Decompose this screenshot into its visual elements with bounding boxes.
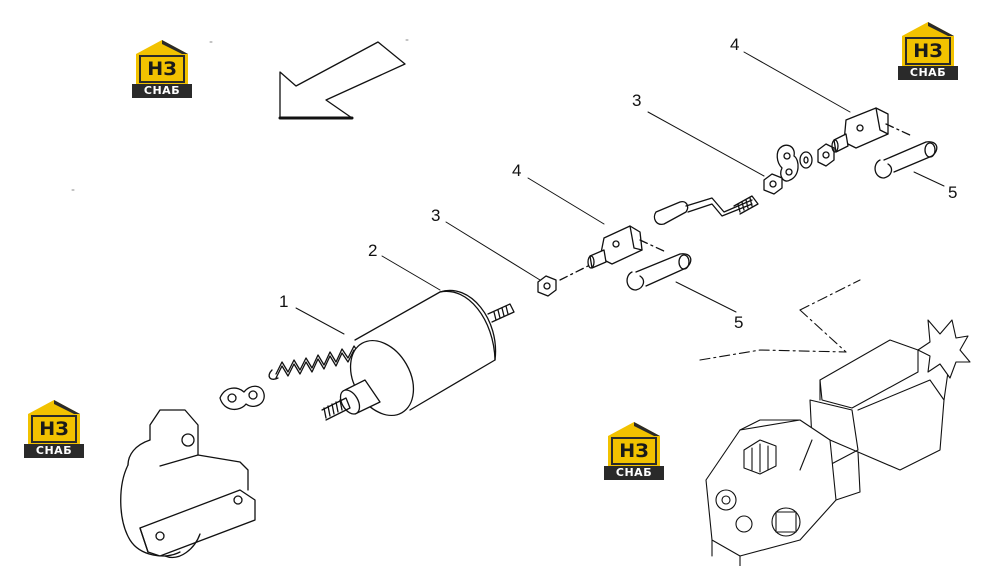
logo-band: СНАБ [604,466,664,480]
direction-arrow-icon [278,41,406,120]
clip-pin-lower [626,253,692,291]
callout-3-lower: 3 [431,206,441,225]
axis-line-lower [559,261,597,281]
nut-upper [763,173,783,195]
logo-band: СНАБ [132,84,192,98]
callout-5-upper: 5 [948,183,958,202]
house-logo-icon [28,400,80,444]
callout-1: 1 [279,292,289,311]
scan-specks [71,39,409,191]
watermark-logo: НЗ СНАБ [602,420,666,482]
logo-letters: НЗ [619,440,649,462]
house-logo-icon [136,40,188,84]
callout-leaders [295,51,945,335]
house-logo-icon [608,422,660,466]
logo-band: СНАБ [898,66,958,80]
washer-stack [776,143,835,182]
solenoid-body [321,289,515,421]
logo-band: СНАБ [24,444,84,458]
clevis-lower [587,225,643,269]
callout-4-lower: 4 [512,161,522,180]
nut-lower [537,275,557,297]
mounting-bracket [120,409,256,559]
logo-letters: НЗ [147,58,177,80]
logo-letters: НЗ [39,418,69,440]
watermark-logo: НЗ СНАБ [896,20,960,82]
pin-axis-upper [885,123,913,137]
linkage-rod [653,195,759,225]
gasket-plate [219,385,265,410]
pin-axis-lower [639,239,667,253]
house-logo-icon [902,22,954,66]
callout-5-lower: 5 [734,313,744,332]
clevis-upper [831,107,889,153]
engine-assembly [699,279,971,566]
clip-pin-upper [874,141,938,179]
callout-2: 2 [368,241,378,260]
watermark-logo: НЗ СНАБ [130,38,194,100]
callout-4-upper: 4 [730,35,740,54]
callout-3-upper: 3 [632,91,642,110]
watermark-logo: НЗ СНАБ [22,398,86,460]
logo-letters: НЗ [913,40,943,62]
